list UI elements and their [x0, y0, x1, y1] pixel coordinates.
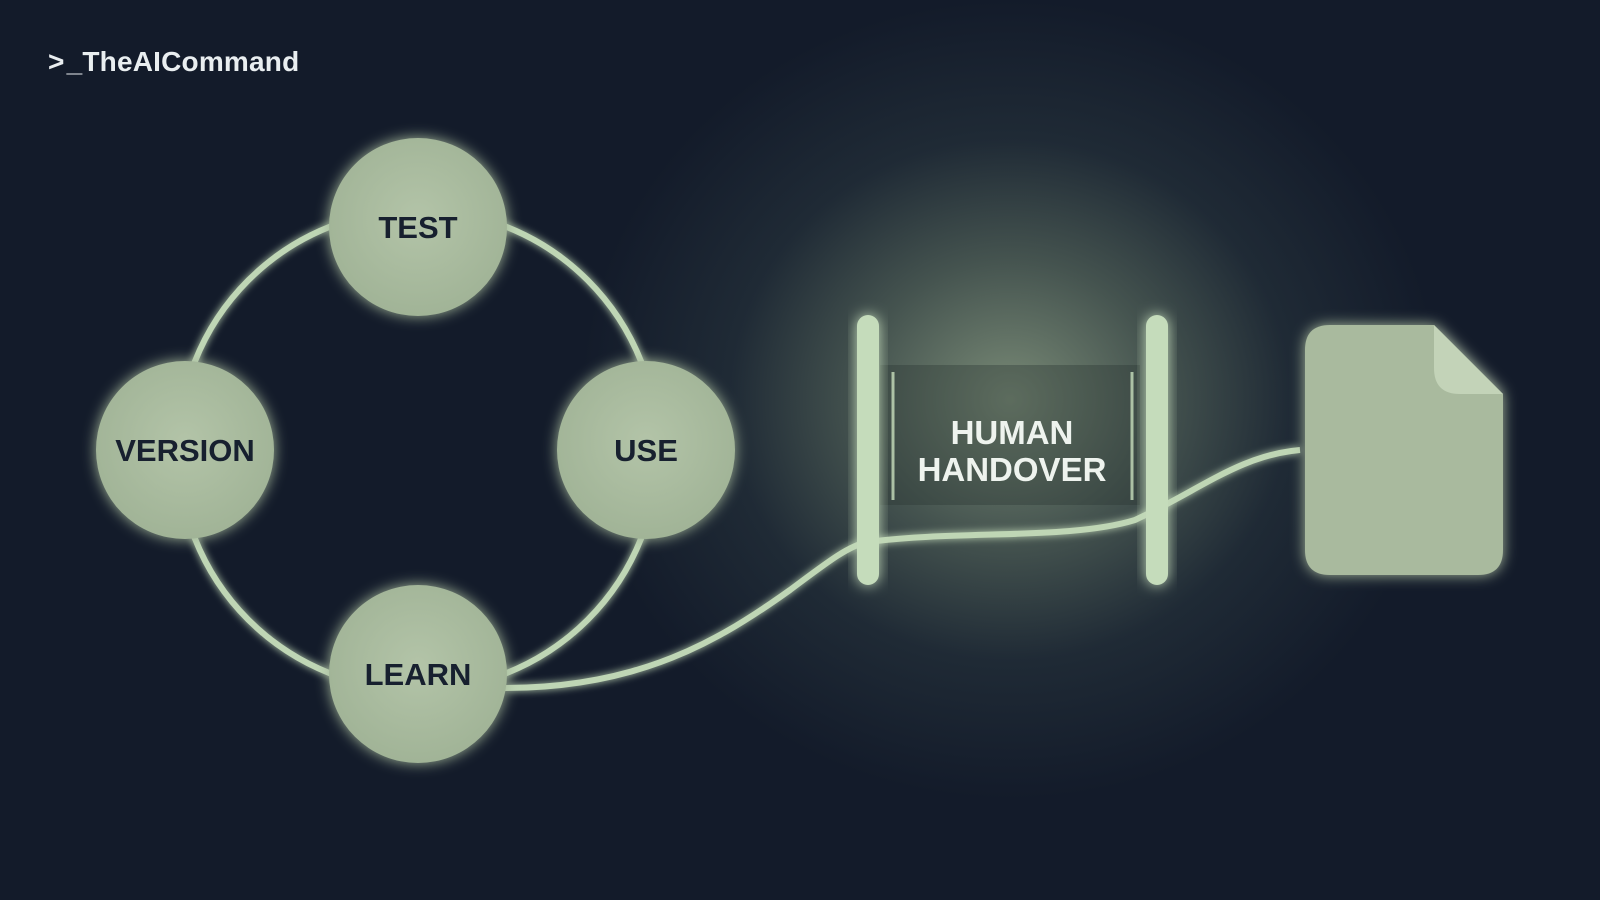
node-test-label: TEST: [378, 210, 457, 245]
node-learn[interactable]: [329, 585, 507, 763]
document-icon[interactable]: [1305, 325, 1503, 575]
node-version[interactable]: [96, 361, 274, 539]
node-use-circle: [557, 361, 735, 539]
handover-gate[interactable]: [857, 315, 1168, 585]
handover-left-post: [857, 315, 879, 585]
handover-label-line2: HANDOVER: [918, 451, 1107, 488]
node-test[interactable]: [329, 138, 507, 316]
node-version-label: VERSION: [115, 433, 255, 468]
document-body: [1305, 325, 1503, 575]
prompt-chevron-icon: >: [48, 46, 65, 77]
document-corner-fold: [1434, 325, 1503, 394]
handover-label-line1: HUMAN: [951, 414, 1074, 451]
brand-logo: >_TheAICommand: [48, 46, 299, 78]
node-test-circle: [329, 138, 507, 316]
node-learn-label: LEARN: [365, 657, 472, 692]
brand-name: _TheAICommand: [66, 46, 300, 77]
node-version-circle: [96, 361, 274, 539]
node-use[interactable]: [557, 361, 735, 539]
handover-right-post: [1146, 315, 1168, 585]
handover-panel: [880, 365, 1140, 505]
node-learn-circle: [329, 585, 507, 763]
node-use-label: USE: [614, 433, 678, 468]
